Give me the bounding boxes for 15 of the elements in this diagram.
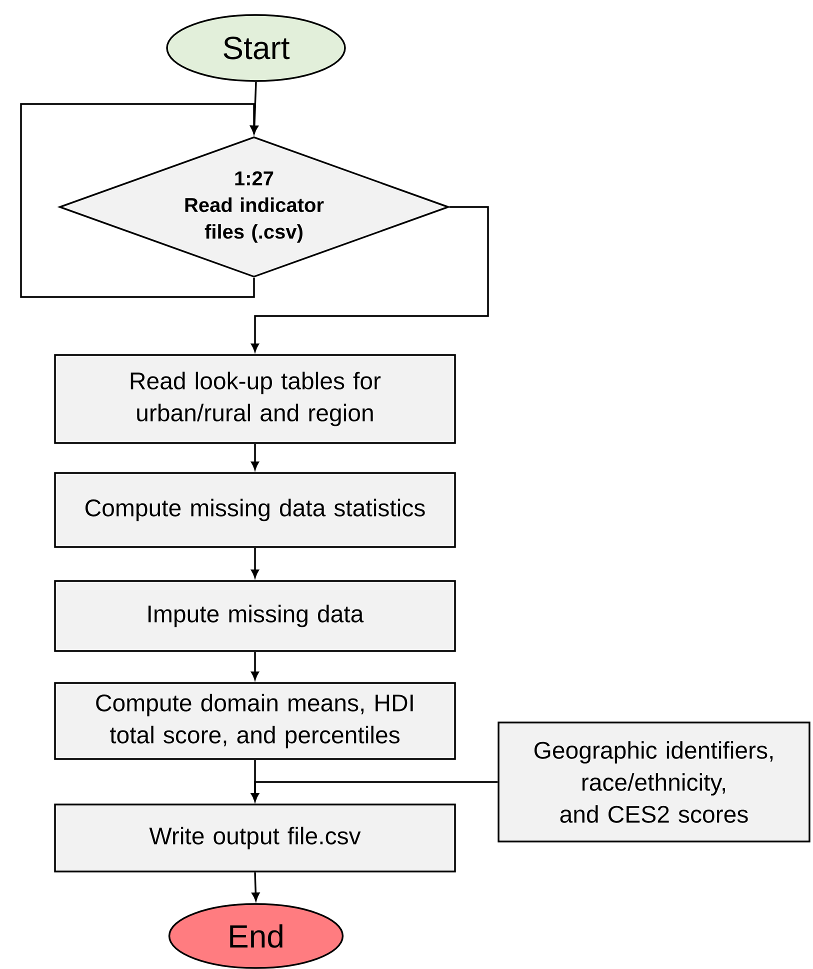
process-box: Compute missing data statistics bbox=[54, 472, 456, 548]
process-box: Write output file.csv bbox=[54, 804, 456, 872]
arrow bbox=[251, 444, 259, 470]
start-oval: Start bbox=[166, 14, 346, 82]
arrow bbox=[252, 872, 260, 901]
arrow bbox=[251, 652, 259, 680]
arrow bbox=[251, 548, 259, 578]
arrow bbox=[251, 206, 489, 352]
process-box: Impute missing data bbox=[54, 580, 456, 652]
process-box: Compute domain means, HDI total score, and percentiles bbox=[54, 682, 456, 760]
process-box: Geographic identifiers, race/ethnicity, and CES2 scores bbox=[498, 722, 810, 842]
arrow bbox=[251, 781, 498, 802]
process-box: Read look-up tables for urban/rural and region bbox=[54, 354, 456, 444]
end-oval: End bbox=[168, 903, 344, 969]
arrow bbox=[20, 103, 258, 298]
